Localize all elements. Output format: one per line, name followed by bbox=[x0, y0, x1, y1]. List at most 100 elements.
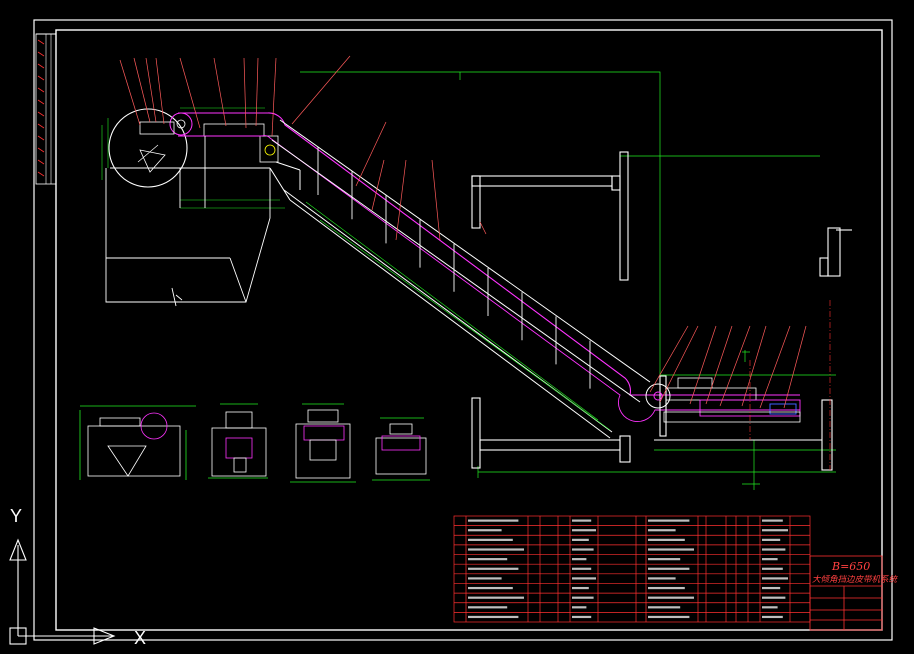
bom-cell-mark bbox=[572, 615, 592, 619]
strip-tick bbox=[37, 99, 45, 105]
section-view-a bbox=[79, 405, 196, 480]
leader-line bbox=[479, 221, 487, 235]
bom-cell-mark bbox=[572, 548, 594, 551]
strip-tick bbox=[37, 159, 45, 165]
bom-cell-mark bbox=[468, 567, 519, 570]
bom-cell-mark bbox=[572, 538, 589, 541]
bom-cell-mark bbox=[572, 529, 596, 532]
bom-cell-mark bbox=[572, 519, 592, 522]
bom-cell-mark bbox=[762, 577, 788, 580]
bom-cell-mark bbox=[762, 596, 786, 599]
bom-cell-mark bbox=[572, 558, 587, 561]
hopper-structure bbox=[105, 136, 271, 307]
leader-line bbox=[649, 325, 689, 393]
bom-cell-mark bbox=[762, 615, 783, 619]
leader-line bbox=[213, 57, 227, 127]
bom-cell-mark bbox=[572, 586, 589, 590]
bom-cell-mark bbox=[468, 615, 519, 619]
drawing-title-name: 大倾角挡边皮带机系统 bbox=[812, 574, 899, 585]
bom-cell-mark bbox=[648, 577, 676, 580]
bom-cell-mark bbox=[468, 558, 508, 561]
bom-cell-mark bbox=[648, 586, 685, 590]
bom-cell-mark bbox=[468, 548, 524, 551]
bom-cell-mark bbox=[762, 538, 781, 541]
leader-line bbox=[155, 57, 165, 125]
leader-line bbox=[659, 325, 699, 403]
bom-cell-mark bbox=[468, 538, 513, 541]
strip-tick bbox=[37, 123, 45, 129]
tail-leader-lines bbox=[649, 325, 807, 409]
leader-line bbox=[371, 159, 385, 211]
bom-cell-mark bbox=[762, 586, 781, 590]
leader-line bbox=[395, 159, 407, 241]
bom-cell-mark bbox=[648, 567, 690, 570]
tail-takeup-assembly bbox=[645, 300, 831, 470]
bom-cell-mark bbox=[648, 529, 676, 532]
bom-cell-mark bbox=[762, 548, 786, 551]
revision-strip bbox=[35, 33, 57, 185]
leader-line bbox=[783, 325, 807, 409]
bom-cell-mark bbox=[468, 577, 502, 580]
leader-line bbox=[689, 325, 717, 405]
strip-tick bbox=[37, 63, 45, 69]
bom-cell-mark bbox=[468, 606, 508, 609]
leader-line bbox=[291, 55, 351, 125]
strip-tick bbox=[37, 147, 45, 153]
bom-cell-mark bbox=[762, 529, 788, 532]
strip-tick bbox=[37, 75, 45, 81]
part-leader-lines bbox=[119, 55, 351, 137]
dimension-lines bbox=[300, 71, 836, 490]
bom-cell-mark bbox=[572, 577, 596, 580]
leader-line bbox=[719, 325, 751, 407]
bom-cell-mark bbox=[762, 567, 783, 570]
bill-of-materials-table bbox=[453, 515, 811, 623]
drive-head-assembly bbox=[101, 107, 800, 422]
strip-tick bbox=[37, 171, 45, 177]
drawing-title-spec: B=650 bbox=[831, 560, 870, 573]
section-view-c bbox=[290, 403, 356, 483]
bom-cell-mark bbox=[572, 567, 592, 570]
strip-tick bbox=[37, 39, 45, 45]
leader-line bbox=[431, 159, 441, 241]
bom-cell-mark bbox=[648, 615, 690, 619]
strip-tick bbox=[37, 87, 45, 93]
leader-line bbox=[145, 57, 157, 123]
building-supports bbox=[471, 151, 852, 471]
bom-cell-mark bbox=[572, 596, 594, 599]
bom-cell-mark bbox=[468, 586, 513, 590]
bom-cell-mark bbox=[648, 558, 681, 561]
section-view-d bbox=[372, 417, 430, 481]
bom-cell-mark bbox=[468, 519, 519, 522]
strip-tick bbox=[37, 51, 45, 57]
bom-cell-mark bbox=[468, 596, 524, 599]
bom-cell-mark bbox=[762, 558, 778, 561]
ucs-icon bbox=[9, 538, 116, 645]
leader-line bbox=[271, 57, 277, 137]
bom-cell-mark bbox=[648, 538, 685, 541]
leader-line bbox=[243, 57, 247, 129]
leader-line bbox=[179, 57, 201, 129]
bom-cell-mark bbox=[572, 606, 587, 609]
leader-line bbox=[119, 59, 141, 126]
bom-cell-mark bbox=[648, 596, 694, 599]
bom-cell-mark bbox=[648, 606, 681, 609]
incline-leader-lines bbox=[355, 121, 487, 241]
section-view-b bbox=[208, 403, 268, 479]
strip-tick bbox=[37, 111, 45, 117]
leader-line bbox=[355, 121, 387, 187]
leader-line bbox=[255, 57, 259, 127]
leader-line bbox=[133, 57, 151, 123]
leader-line bbox=[741, 325, 767, 407]
bom-cell-mark bbox=[648, 548, 694, 551]
bom-cell-mark bbox=[468, 529, 502, 532]
title-block bbox=[809, 555, 883, 631]
bom-cell-mark bbox=[762, 606, 778, 609]
ucs-x-label: X bbox=[134, 628, 146, 648]
inclined-conveyor-frame bbox=[269, 119, 651, 439]
strip-tick bbox=[37, 135, 45, 141]
bom-cell-mark bbox=[648, 519, 690, 522]
ucs-y-label: Y bbox=[10, 506, 22, 526]
leader-line bbox=[759, 325, 791, 409]
leader-line bbox=[705, 325, 733, 405]
